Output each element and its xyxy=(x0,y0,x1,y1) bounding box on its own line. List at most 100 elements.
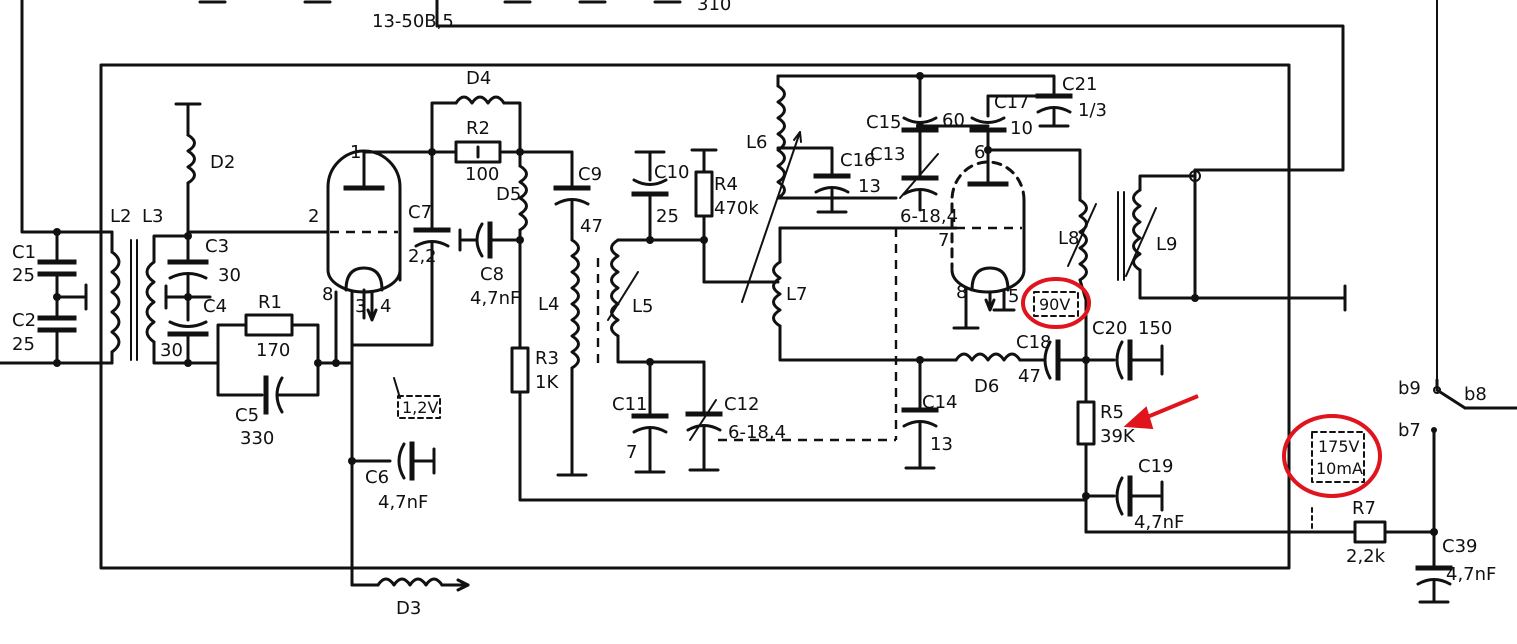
supply-decoupling-group: R5 39K C19 4,7nF R7 2,2k C39 4,7nF xyxy=(1076,358,1496,604)
c14-d6-c18-c20-group: C14 13 D6 C18 47 C20 150 xyxy=(718,228,1172,470)
plate-voltage: 90V xyxy=(1039,295,1070,314)
c6-value: 4,7nF xyxy=(378,492,428,513)
d5-label: D5 xyxy=(496,184,521,205)
r5-arrow-annotation xyxy=(1123,394,1199,430)
tube2-pin-5: 5 xyxy=(1008,286,1019,307)
c21-label: C21 xyxy=(1062,74,1097,95)
c20-label: C20 xyxy=(1092,318,1127,339)
c2-label: C2 xyxy=(12,310,36,331)
l5-label: L5 xyxy=(632,296,653,317)
c7-value: 2,2 xyxy=(408,246,437,267)
l2-label: L2 xyxy=(110,206,131,227)
c1-label: C1 xyxy=(12,242,36,263)
r1-value: 170 xyxy=(256,340,290,361)
supply-highlight xyxy=(1282,414,1382,498)
c20-value: 150 xyxy=(1138,318,1172,339)
plate-voltage-highlight xyxy=(1021,277,1091,329)
c21-value: 1/3 xyxy=(1078,100,1107,121)
cathode-voltage-box: 1,2V xyxy=(393,377,441,419)
c39-value: 4,7nF xyxy=(1446,564,1496,585)
c8-label: C8 xyxy=(480,264,504,285)
c4-value: 30 xyxy=(160,340,183,361)
r4-value: 470k xyxy=(714,198,759,219)
l3-label: L3 xyxy=(142,206,163,227)
input-transformer-l2-l3: L2 L3 xyxy=(110,206,220,365)
c5-value: 330 xyxy=(240,428,274,449)
tube1-pin-4: 4 xyxy=(380,296,391,317)
c14-value: 13 xyxy=(930,434,953,455)
supply-voltage: 175V xyxy=(1318,437,1360,456)
c2-value: 25 xyxy=(12,334,35,355)
tube1-pin-3: 3 xyxy=(355,296,366,317)
c9-value: 47 xyxy=(580,216,603,237)
c17-value: 10 xyxy=(1010,118,1033,139)
header-fragment-left: 13-50B,5 xyxy=(372,11,454,32)
c19-value: 4,7nF xyxy=(1134,512,1184,533)
c8-value: 4,7nF xyxy=(470,288,520,309)
c14-label: C14 xyxy=(922,392,957,413)
c10-r4-l5-group: C10 25 R4 470k L5 C11 7 C12 6-18,4 xyxy=(607,148,786,474)
c19-label: C19 xyxy=(1138,456,1173,477)
module-frame xyxy=(99,63,1291,570)
antenna-input: C1 25 C2 25 xyxy=(0,0,114,367)
c15-label: C15 xyxy=(866,112,901,133)
c11-label: C11 xyxy=(612,394,647,415)
terminal-b8: b8 xyxy=(1464,384,1487,405)
l7-label: L7 xyxy=(786,284,807,305)
d4-r2-group: D4 R2 100 xyxy=(430,68,574,185)
c16-value: 13 xyxy=(858,176,881,197)
d4-label: D4 xyxy=(466,68,491,89)
c13-label: C13 xyxy=(870,144,905,165)
switch-b7-b8-b9: b9 b8 b7 xyxy=(1398,378,1517,441)
c18-label: C18 xyxy=(1016,332,1051,353)
c3-label: C3 xyxy=(205,236,229,257)
r4-label: R4 xyxy=(714,174,738,195)
tube1-pin-8: 8 xyxy=(322,284,333,305)
tube-2: 6 7 8 5 L7 xyxy=(772,142,1082,362)
terminal-b7: b7 xyxy=(1398,420,1421,441)
c9-l4-group: C9 47 L4 xyxy=(538,150,603,477)
c10-value: 25 xyxy=(656,206,679,227)
terminal-b9: b9 xyxy=(1398,378,1421,399)
d5-c8-r3-group: D5 C8 4,7nF R3 1K xyxy=(458,150,1087,502)
l6-label: L6 xyxy=(746,132,767,153)
tube2-pin-6: 6 xyxy=(974,142,985,163)
r1-label: R1 xyxy=(258,292,282,313)
c15-value: 60 xyxy=(942,110,965,131)
header-fragment-right: 310 xyxy=(697,0,731,15)
r5-label: R5 xyxy=(1100,402,1124,423)
plate-voltage-annotation: 90V xyxy=(1021,277,1091,329)
c6-label: C6 xyxy=(365,467,389,488)
c3-value: 30 xyxy=(218,265,241,286)
d6-label: D6 xyxy=(974,376,999,397)
r5-value: 39K xyxy=(1100,426,1136,447)
c7-label: C7 xyxy=(408,202,432,223)
tube1-pin-2: 2 xyxy=(308,206,319,227)
l8-l9-output: L8 L9 xyxy=(1058,168,1347,362)
tube2-pin-8: 8 xyxy=(956,282,967,303)
d3-label: D3 xyxy=(396,598,421,619)
c12-value: 6-18,4 xyxy=(728,422,786,443)
c1-value: 25 xyxy=(12,265,35,286)
supply-current: 10mA xyxy=(1316,459,1363,478)
r1-c5-network: R1 170 C5 330 xyxy=(216,292,354,449)
c18-value: 47 xyxy=(1018,366,1041,387)
tube2-pin-7: 7 xyxy=(938,230,949,251)
r7-value: 2,2k xyxy=(1346,546,1386,567)
d2-c3-c4-group: D2 C3 30 C4 30 xyxy=(160,102,241,367)
l4-label: L4 xyxy=(538,294,559,315)
tube-1: 1 2 8 3 4 xyxy=(308,142,434,587)
c16-label: C16 xyxy=(840,150,875,171)
c5-label: C5 xyxy=(235,405,259,426)
c9-label: C9 xyxy=(578,164,602,185)
c17-label: C17 xyxy=(994,92,1029,113)
cathode-voltage: 1,2V xyxy=(402,398,438,417)
c39-label: C39 xyxy=(1442,536,1477,557)
c10-label: C10 xyxy=(654,162,689,183)
l9-label: L9 xyxy=(1156,234,1177,255)
c4-label: C4 xyxy=(203,296,227,317)
tube1-pin-1: 1 xyxy=(350,142,361,163)
c13-value: 6-18,4 xyxy=(900,206,958,227)
